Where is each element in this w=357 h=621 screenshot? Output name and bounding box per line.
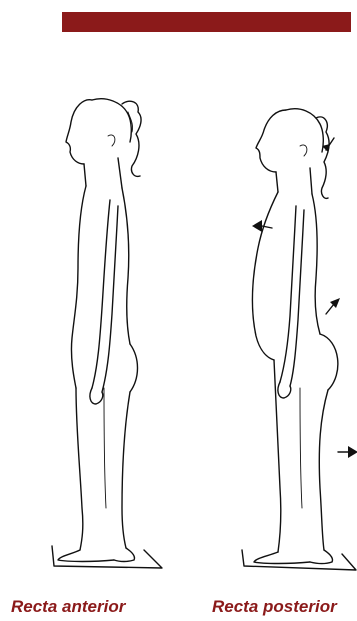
- figure-recta-posterior: [238, 88, 357, 588]
- arrow-icon: [338, 446, 357, 458]
- figure-recta-anterior: [44, 88, 174, 588]
- arrow-icon: [252, 220, 272, 232]
- caption-recta-anterior: Recta anterior: [11, 597, 125, 617]
- caption-recta-posterior: Recta posterior: [212, 597, 337, 617]
- header-bar: [62, 12, 351, 32]
- arrow-icon: [326, 298, 340, 314]
